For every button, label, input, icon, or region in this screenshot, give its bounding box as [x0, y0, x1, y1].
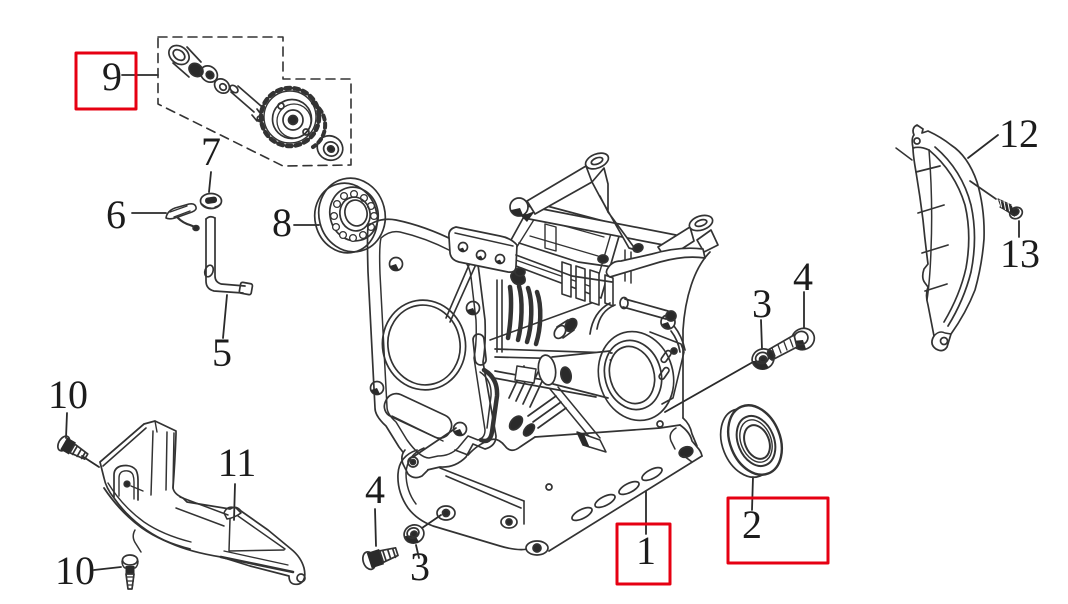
svg-text:7: 7	[201, 129, 221, 174]
svg-text:3: 3	[410, 544, 430, 589]
svg-text:2: 2	[742, 502, 762, 547]
svg-text:13: 13	[1000, 231, 1040, 276]
svg-text:6: 6	[106, 192, 126, 237]
svg-text:11: 11	[218, 440, 257, 485]
svg-text:1: 1	[636, 528, 656, 573]
svg-text:3: 3	[752, 281, 772, 326]
svg-text:10: 10	[55, 548, 95, 593]
svg-text:8: 8	[272, 200, 292, 245]
svg-text:5: 5	[212, 330, 232, 375]
svg-text:4: 4	[365, 467, 385, 512]
svg-text:4: 4	[793, 254, 813, 299]
svg-text:9: 9	[102, 54, 122, 99]
svg-text:10: 10	[48, 372, 88, 417]
svg-text:12: 12	[999, 111, 1039, 156]
